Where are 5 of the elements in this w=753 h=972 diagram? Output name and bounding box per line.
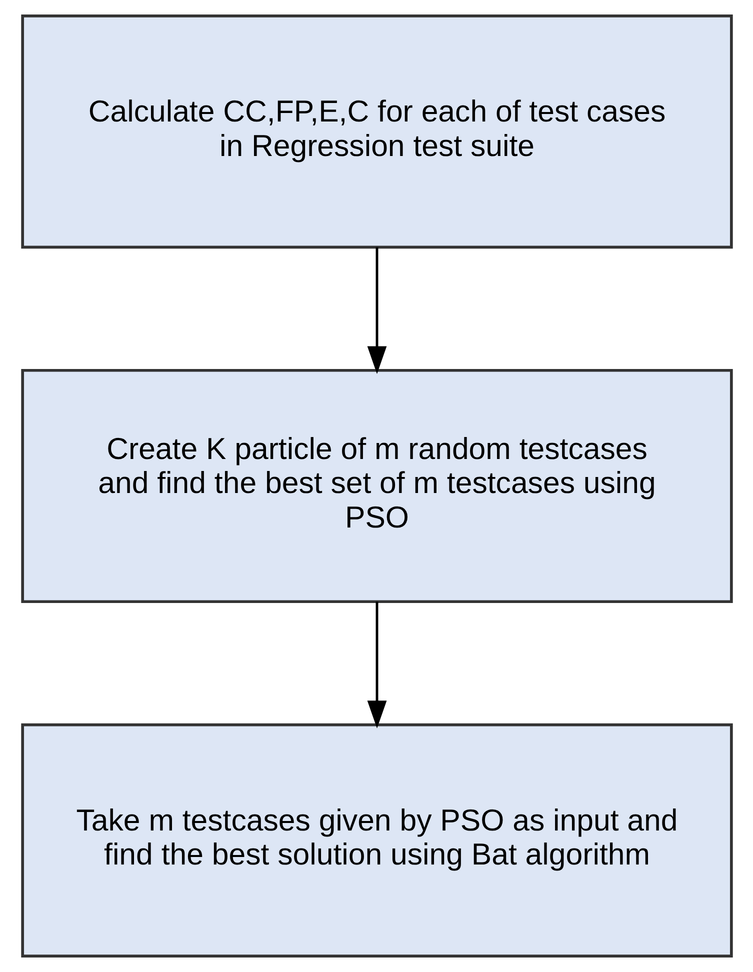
node-box: Take m testcases given by PSO as input and find the best solution using Bat algorithm	[20, 723, 732, 958]
node-box: Create K particle of m random testcases and find the best set of m testcases using PSO	[20, 368, 732, 604]
node-box: Calculate CC,FP,E,C for each of test cases in Regression test suite	[20, 14, 732, 249]
arrow	[366, 247, 386, 374]
arrow	[366, 602, 386, 728]
